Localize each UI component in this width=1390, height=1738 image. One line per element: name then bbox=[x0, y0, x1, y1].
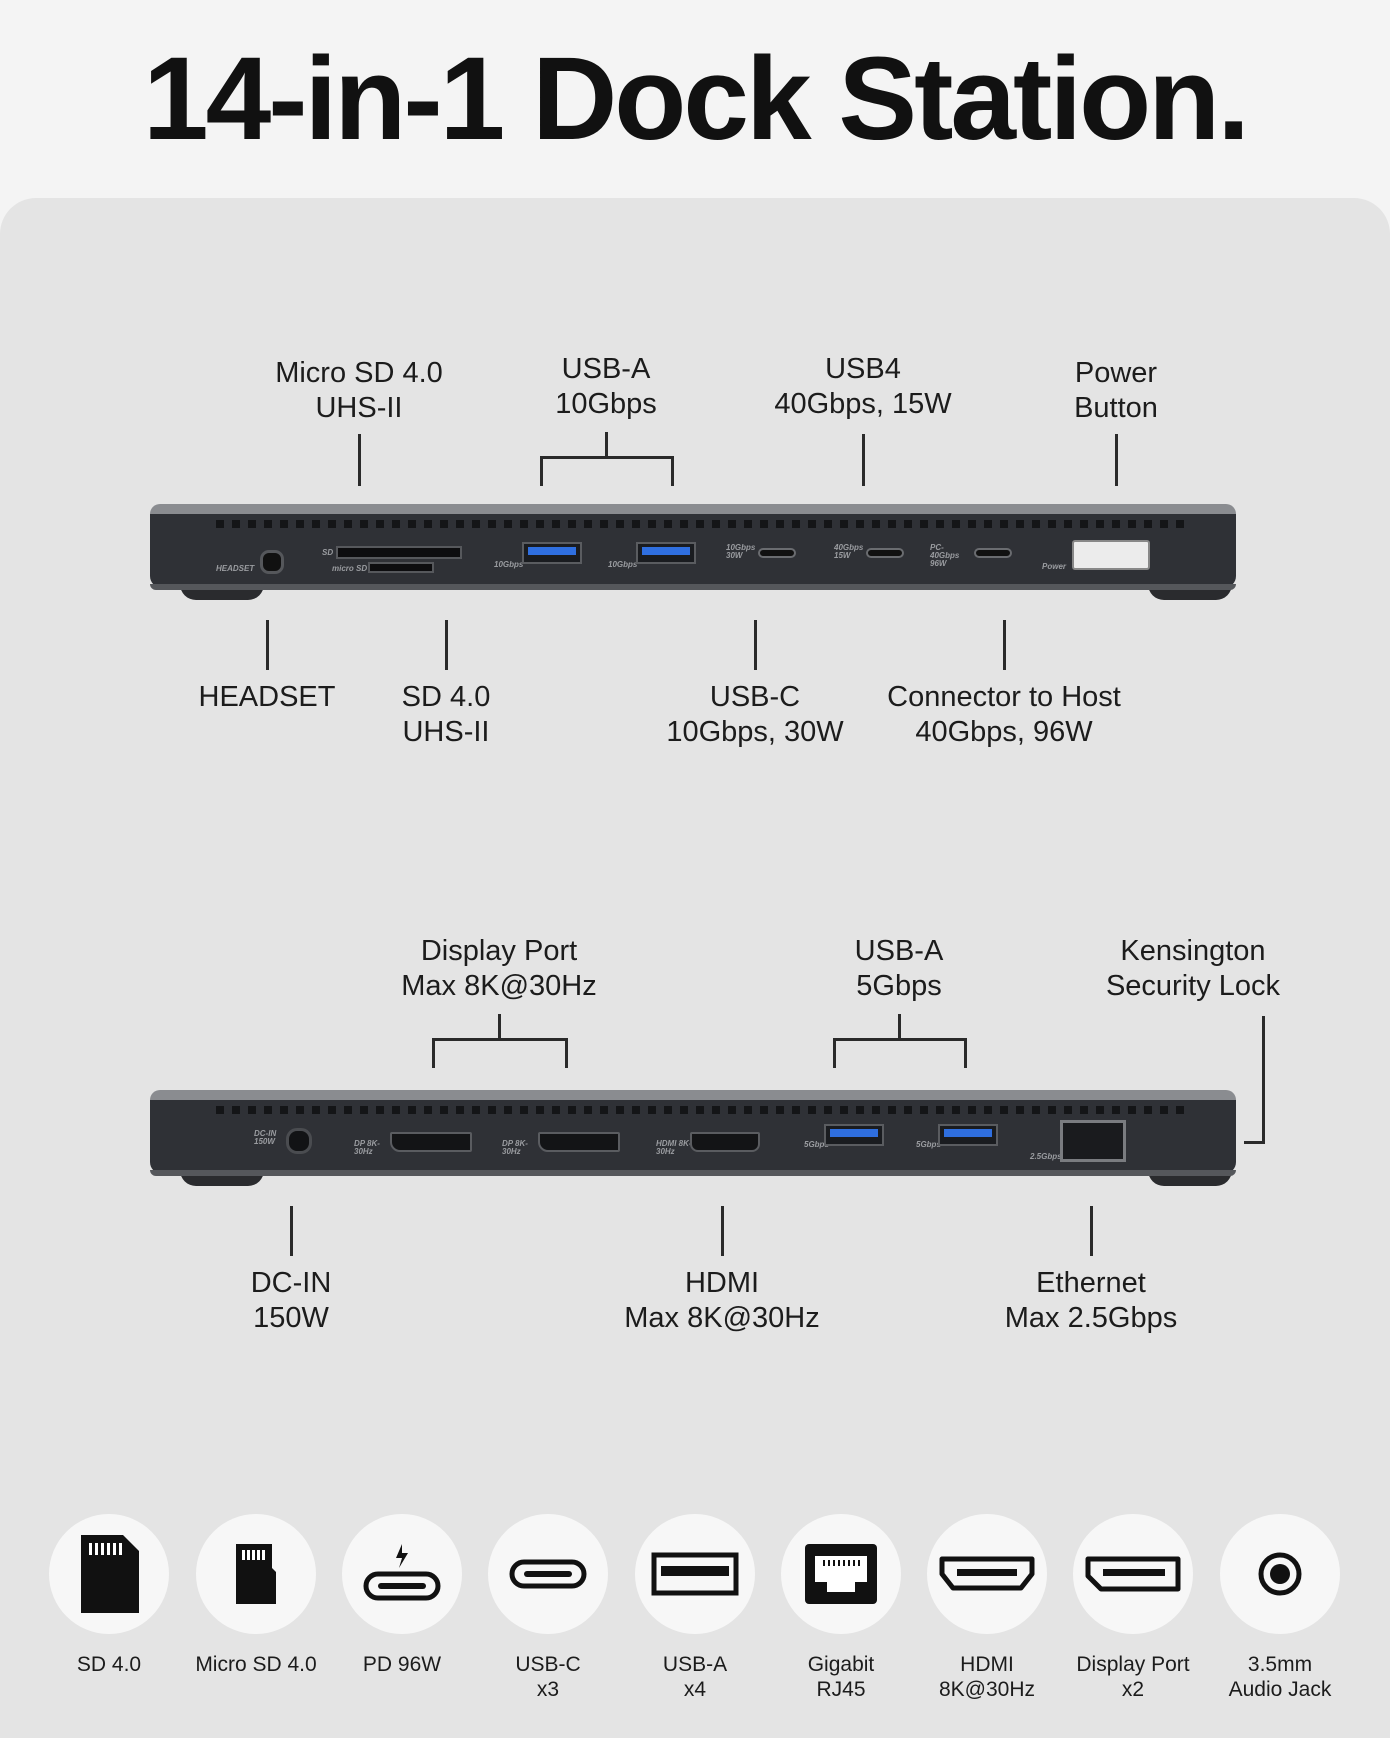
usb-c-pd-icon bbox=[342, 1514, 462, 1634]
hdmi-icon bbox=[927, 1514, 1047, 1634]
micro-sd-icon bbox=[196, 1514, 316, 1634]
rj45-icon bbox=[781, 1514, 901, 1634]
port-mark-hdmi: HDMI 8K-30Hz bbox=[656, 1139, 692, 1156]
bracket-bar bbox=[432, 1038, 568, 1041]
usba-port bbox=[824, 1124, 884, 1146]
power-button bbox=[1072, 540, 1150, 570]
host-connector-port bbox=[974, 548, 1012, 558]
leader-line bbox=[290, 1206, 293, 1256]
sd-slot bbox=[336, 546, 462, 559]
dock-back: DC-IN 150W DP 8K-30Hz DP 8K-30Hz HDMI 8K… bbox=[150, 1090, 1236, 1186]
usba-port bbox=[938, 1124, 998, 1146]
usba-port bbox=[636, 542, 696, 564]
icon-item-sd: SD 4.0 bbox=[36, 1514, 182, 1677]
leader-line bbox=[266, 620, 269, 670]
hdmi-port bbox=[690, 1132, 760, 1152]
port-mark-usba: 10Gbps bbox=[608, 560, 638, 569]
bracket-stem bbox=[605, 432, 608, 458]
leader-line bbox=[1262, 1016, 1265, 1144]
displayport-icon bbox=[1073, 1514, 1193, 1634]
port-mark-usba: 5Gbps bbox=[804, 1140, 829, 1149]
leader-line bbox=[1090, 1206, 1093, 1256]
icon-item-micro-sd: Micro SD 4.0 bbox=[183, 1514, 329, 1677]
bracket-leg bbox=[432, 1038, 435, 1068]
ethernet-port bbox=[1060, 1120, 1126, 1162]
port-mark-usba: 5Gbps bbox=[916, 1140, 941, 1149]
bracket-leg bbox=[964, 1038, 967, 1068]
label-headset: HEADSET bbox=[198, 681, 336, 713]
leader-line bbox=[862, 434, 865, 486]
leader-line bbox=[445, 620, 448, 670]
port-mark-usbc: PC-40Gbps 96W bbox=[930, 543, 960, 568]
usbc-port bbox=[758, 548, 796, 558]
bracket-leg bbox=[565, 1038, 568, 1068]
content-panel bbox=[0, 198, 1390, 1738]
dcin-port bbox=[286, 1128, 312, 1154]
sd-card-icon bbox=[49, 1514, 169, 1634]
bracket-leg bbox=[540, 456, 543, 486]
usb-c-icon bbox=[488, 1514, 608, 1634]
bracket-leg bbox=[833, 1038, 836, 1068]
bracket-stem bbox=[898, 1014, 901, 1040]
page-title: 14-in-1 Dock Station. bbox=[142, 33, 1250, 165]
leader-line bbox=[1003, 620, 1006, 670]
usba-port bbox=[522, 542, 582, 564]
headset-jack bbox=[260, 550, 284, 574]
usb-a-icon bbox=[635, 1514, 755, 1634]
port-mark-usbc: 10Gbps 30W bbox=[726, 543, 756, 560]
usb4-port bbox=[866, 548, 904, 558]
port-mark-sd: SD bbox=[322, 548, 334, 557]
bracket-bar bbox=[833, 1038, 967, 1041]
icon-item-pd: PD 96W bbox=[329, 1514, 475, 1677]
leader-line bbox=[721, 1206, 724, 1256]
port-mark-dcin: DC-IN 150W bbox=[254, 1129, 277, 1146]
port-mark-headset: HEADSET bbox=[216, 564, 255, 573]
bracket-leg bbox=[671, 456, 674, 486]
leader-line bbox=[1244, 1141, 1265, 1144]
leader-line bbox=[754, 620, 757, 670]
port-mark-dp: DP 8K-30Hz bbox=[502, 1139, 528, 1156]
leader-line bbox=[1115, 434, 1118, 486]
port-mark-usbc: 40Gbps 15W bbox=[834, 543, 864, 560]
displayport-port bbox=[538, 1132, 620, 1152]
port-mark-micro-sd: micro SD bbox=[332, 564, 368, 573]
bracket-bar bbox=[540, 456, 674, 459]
audio-jack-icon bbox=[1220, 1514, 1340, 1634]
leader-line bbox=[358, 434, 361, 486]
port-mark-usba: 10Gbps bbox=[494, 560, 524, 569]
dock-front: HEADSET SD micro SD 10Gbps 10Gbps 10Gbps… bbox=[150, 504, 1236, 600]
displayport-port bbox=[390, 1132, 472, 1152]
micro-sd-slot bbox=[368, 562, 434, 573]
bracket-stem bbox=[498, 1014, 501, 1040]
port-mark-ethernet: 2.5Gbps bbox=[1030, 1152, 1062, 1161]
port-mark-dp: DP 8K-30Hz bbox=[354, 1139, 380, 1156]
port-mark-power: Power bbox=[1042, 562, 1067, 571]
